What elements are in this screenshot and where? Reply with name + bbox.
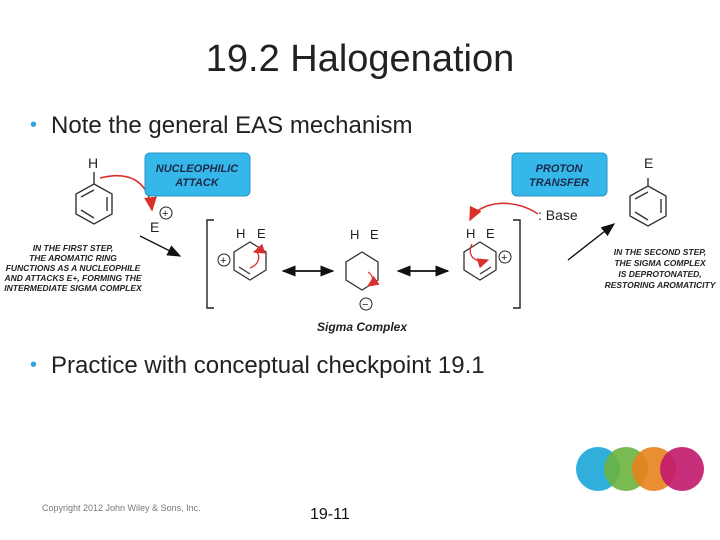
copyright-text: Copyright 2012 John Wiley & Sons, Inc. [42,503,201,513]
electrophile-e: E [150,219,159,235]
svg-text:THE SIGMA COMPLEX: THE SIGMA COMPLEX [614,258,707,268]
bullet-text: Note the general EAS mechanism [51,112,413,139]
slide-title: 19.2 Halogenation [205,38,515,80]
svg-text:E: E [370,227,379,242]
svg-text:E: E [486,226,495,241]
svg-text:INTERMEDIATE SIGMA COMPLEX: INTERMEDIATE SIGMA COMPLEX [4,283,143,293]
bullet-text: Practice with conceptual checkpoint 19.1 [51,352,485,379]
bullet-item: • Practice with conceptual checkpoint 19.… [30,352,485,380]
decor-circle-magenta [660,447,704,491]
svg-text:IN THE FIRST STEP,: IN THE FIRST STEP, [33,243,114,253]
page-number: 19-11 [310,506,350,523]
atom-h-reactant: H [88,155,98,171]
attack-arrow-red [99,175,157,212]
step1-arrow [139,235,182,257]
base-arrow-red [469,202,539,222]
decorative-circles [576,447,704,491]
svg-text:TRANSFER: TRANSFER [529,177,589,189]
svg-text:ATTACK: ATTACK [174,177,220,189]
bullet-dot-icon: • [30,354,38,376]
svg-text:IS DEPROTONATED,: IS DEPROTONATED, [618,269,701,279]
proton-transfer-callout [511,152,608,197]
benzene-reactant [75,172,113,225]
svg-text:E: E [257,226,266,241]
bullet-dot-icon: • [30,114,38,136]
svg-text:RESTORING AROMATICITY: RESTORING AROMATICITY [605,280,717,290]
svg-text:H: H [236,226,245,241]
benzene-product [629,178,667,227]
left-bracket [206,219,214,309]
eas-mechanism-diagram: H E + NUCLEOPHILIC ATTACK IN THE FIRST S… [3,152,717,334]
svg-text:H: H [350,227,359,242]
svg-text:THE AROMATIC RING: THE AROMATIC RING [29,253,117,263]
step2-note: IN THE SECOND STEP, THE SIGMA COMPLEX IS… [605,247,717,290]
svg-text:+: + [501,252,507,264]
bullet-item: • Note the general EAS mechanism [30,112,413,140]
svg-text:IN THE SECOND STEP,: IN THE SECOND STEP, [614,247,706,257]
svg-text:NUCLEOPHILIC: NUCLEOPHILIC [156,163,240,175]
sigma-complex-label: Sigma Complex [317,320,408,334]
right-bracket [513,219,521,309]
base-label: : Base [538,207,578,223]
svg-text:AND ATTACKS E+, FORMING THE: AND ATTACKS E+, FORMING THE [3,273,141,283]
step1-note: IN THE FIRST STEP, THE AROMATIC RING FUN… [3,243,143,293]
svg-text:PROTON: PROTON [536,163,584,175]
svg-text:FUNCTIONS AS A NUCLEOPHILE: FUNCTIONS AS A NUCLEOPHILE [6,263,141,273]
atom-e-product: E [644,155,653,171]
svg-text:H: H [466,226,475,241]
sigma-resonance-2 [345,251,379,291]
sigma-resonance-1 [233,241,267,281]
svg-text:−: − [362,299,368,311]
plus-charge-icon [159,206,173,220]
svg-text:+: + [220,255,226,267]
nucleophilic-attack-callout [144,152,251,197]
step2-arrow [567,223,616,261]
svg-text:+: + [162,208,168,220]
